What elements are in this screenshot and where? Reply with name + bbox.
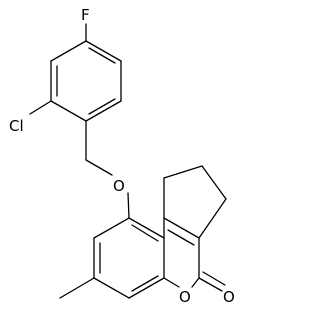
- chemical-structure-diagram: F Cl O O O: [9, 6, 235, 306]
- double-bond-inner: [88, 98, 116, 115]
- bond: [128, 217, 165, 239]
- bond: [85, 40, 122, 62]
- bond: [50, 100, 87, 122]
- bond: [198, 198, 227, 239]
- bond-aryl-o-ring: [163, 277, 180, 288]
- bond-fusion-double: [163, 217, 200, 239]
- double-bond-inner: [131, 275, 159, 292]
- bond-carbonyl-second: [202, 271, 226, 286]
- double-bond-inner: [88, 47, 116, 64]
- bond: [50, 40, 87, 62]
- bond: [201, 165, 227, 200]
- bond: [85, 100, 122, 122]
- bond-carbonyl: [198, 277, 223, 292]
- double-bond-inner: [131, 224, 159, 242]
- chlorofluorophenyl-ring: [50, 40, 122, 122]
- bond-methyl: [59, 277, 95, 299]
- atom-label-carbonyl-oxygen: O: [223, 288, 235, 306]
- double-bond-inner: [167, 229, 195, 246]
- bond-o-ring-carbonyl: [191, 277, 200, 288]
- bond: [163, 165, 203, 179]
- coumarin-benzene-ring: [93, 217, 165, 299]
- bond-ch2-o: [85, 159, 113, 176]
- atom-label-ring-oxygen: O: [179, 288, 191, 306]
- bond: [93, 217, 130, 239]
- bond: [128, 277, 165, 299]
- bond-c-cl: [29, 100, 52, 115]
- atom-label-fluorine: F: [81, 6, 90, 24]
- atom-label-ether-oxygen: O: [113, 177, 125, 195]
- bond: [93, 277, 130, 299]
- bond-o-aryl: [127, 192, 130, 219]
- atom-label-chlorine: Cl: [9, 117, 24, 135]
